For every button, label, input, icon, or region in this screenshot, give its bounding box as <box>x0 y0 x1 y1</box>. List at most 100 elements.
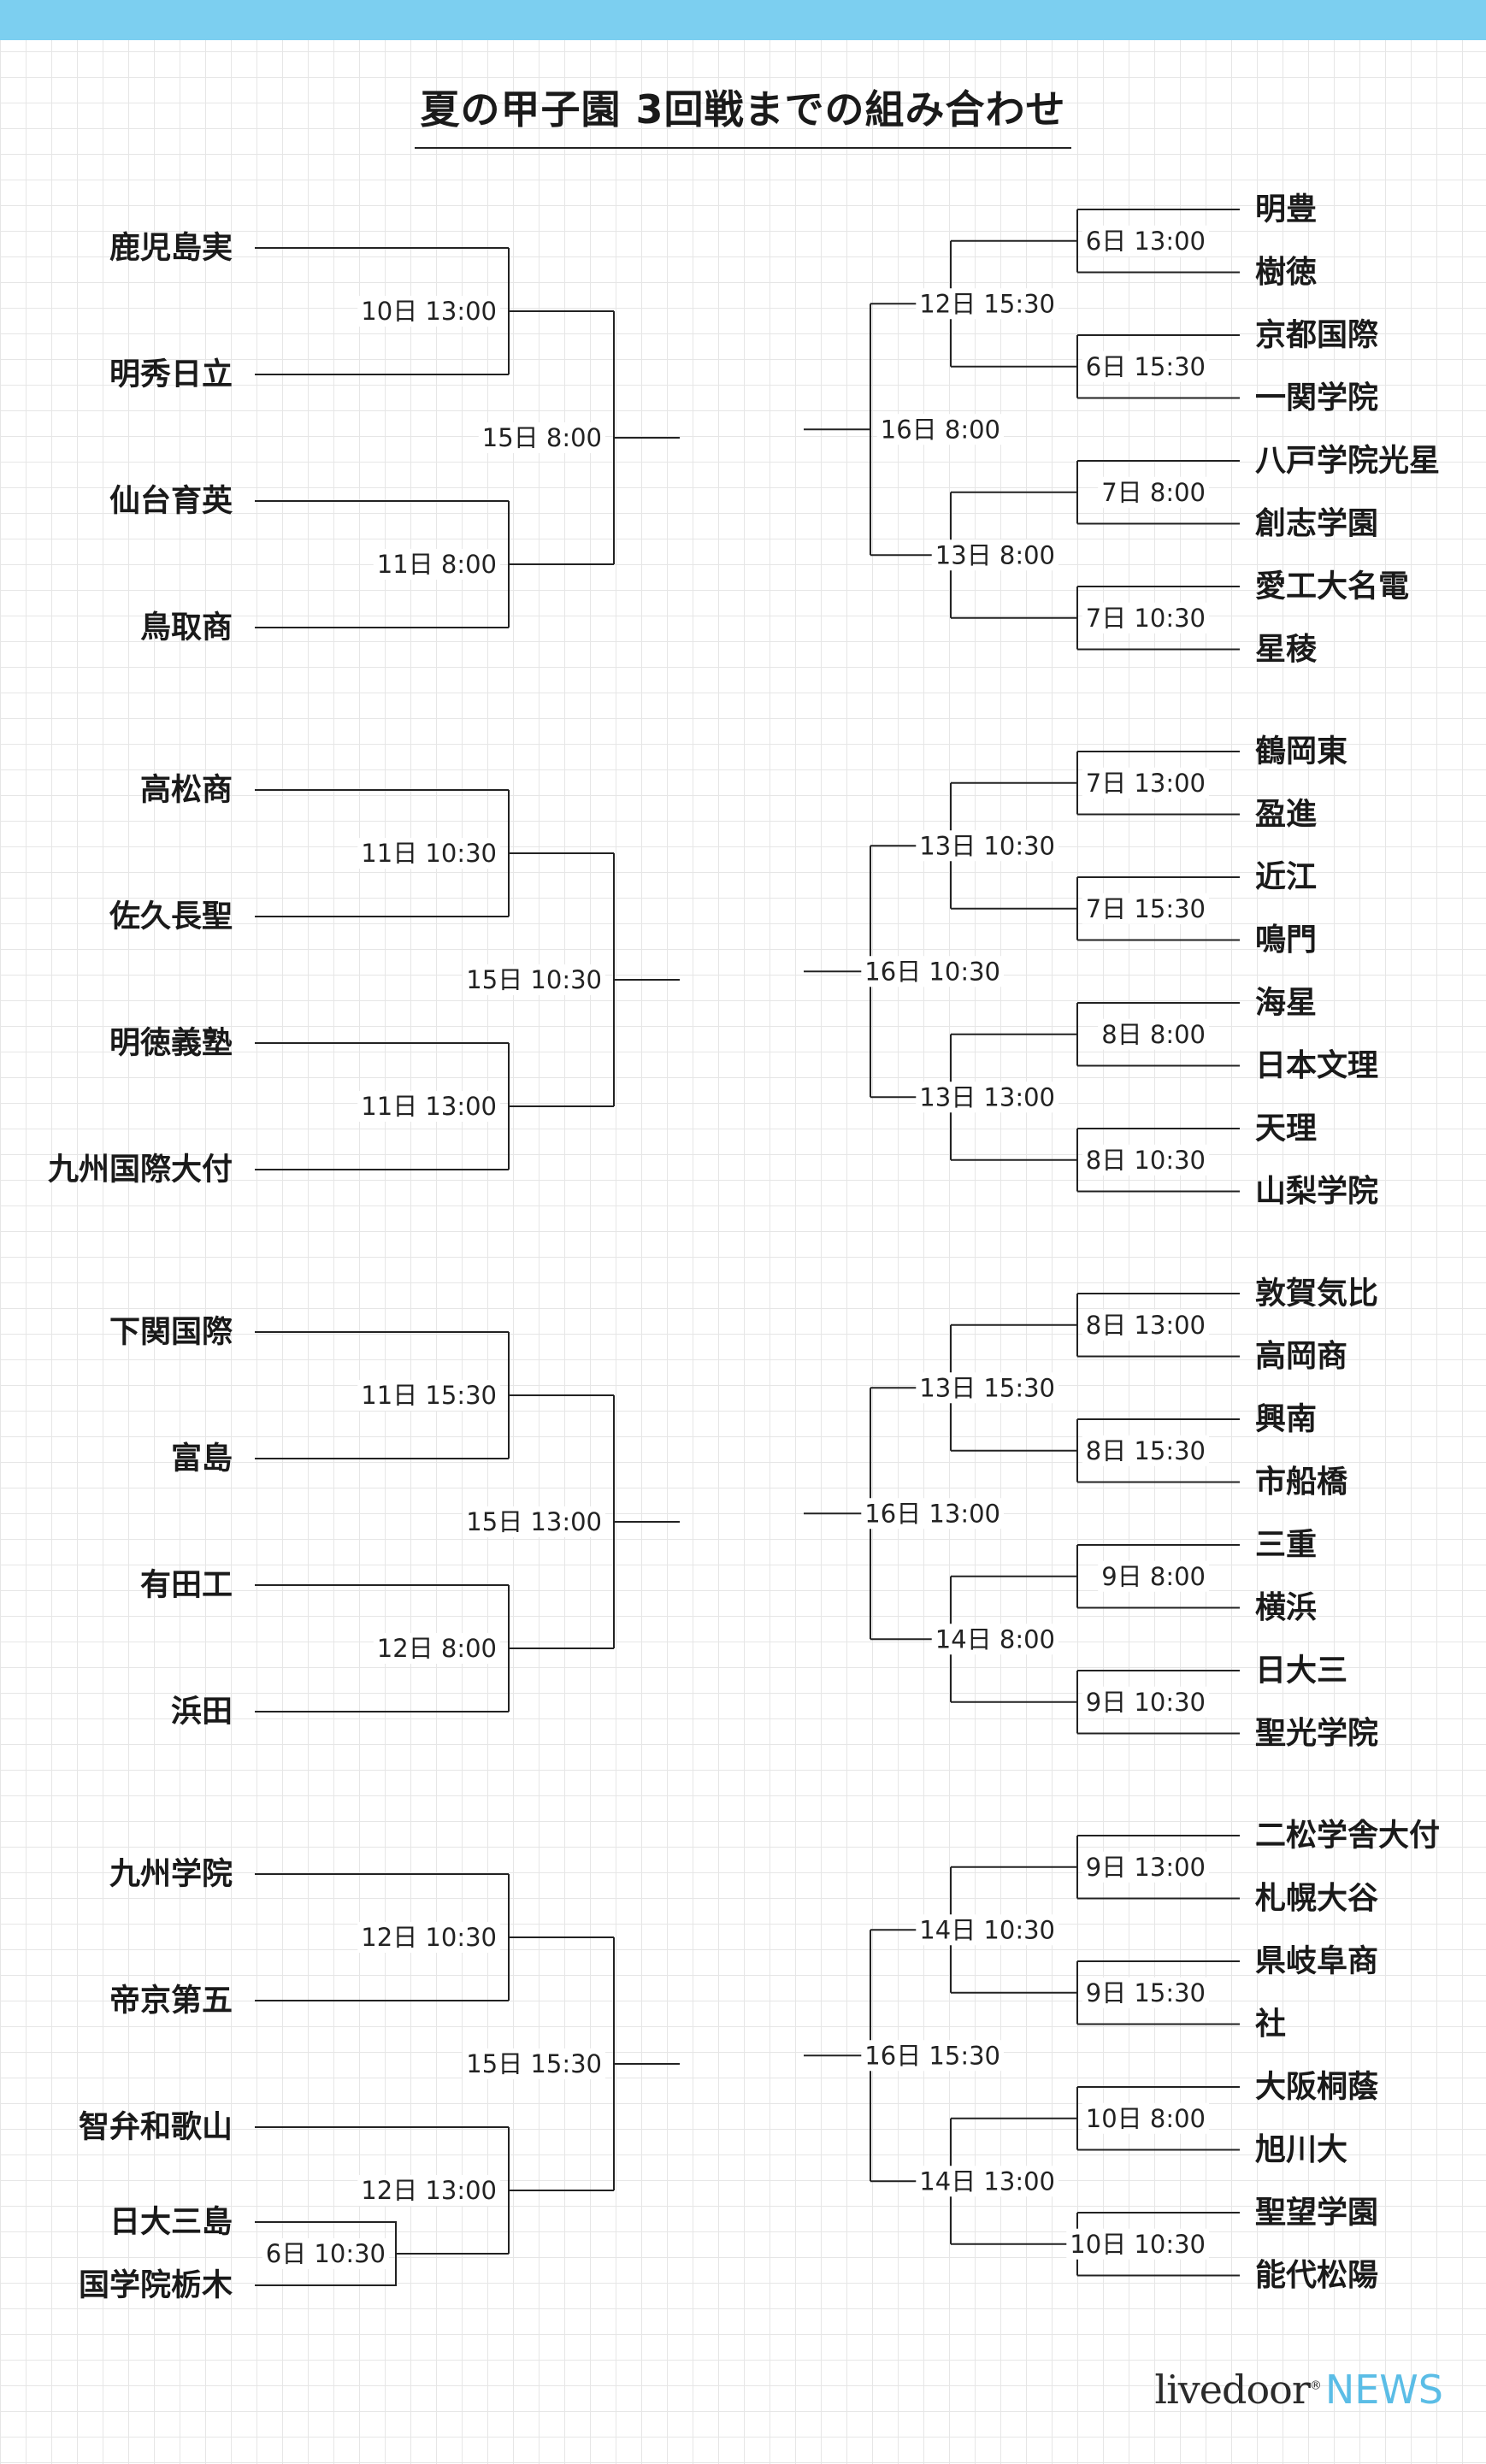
match-time: 7日 15:30 <box>1086 894 1206 923</box>
team-name: 県岐阜商 <box>1255 1944 1378 1979</box>
match-time-background <box>463 1506 605 1537</box>
match-time-background <box>357 1380 500 1411</box>
match-time-background <box>1082 2102 1209 2134</box>
match-time-background <box>262 2238 389 2269</box>
match-time-background <box>357 1091 500 1122</box>
team-name: 横浜 <box>1255 1590 1317 1625</box>
match-time: 15日 15:30 <box>466 2049 602 2078</box>
team-name: 八戸学院光星 <box>1255 443 1440 479</box>
match-time-background <box>916 288 1058 320</box>
match-time: 15日 10:30 <box>466 965 602 994</box>
match-time-background <box>876 414 1004 445</box>
match-time: 10日 8:00 <box>1086 2104 1206 2133</box>
match-time: 9日 10:30 <box>1086 1688 1206 1717</box>
match-time-background <box>1082 1435 1209 1466</box>
page-title: 夏の甲子園 3回戦までの組み合わせ <box>420 86 1066 133</box>
team-name: 智弁和歌山 <box>79 2110 233 2145</box>
match-time: 13日 8:00 <box>935 540 1055 569</box>
match-time: 9日 15:30 <box>1086 1978 1206 2007</box>
match-time: 16日 8:00 <box>881 415 1000 444</box>
match-time: 9日 8:00 <box>1101 1562 1206 1591</box>
team-name: 鳥取商 <box>140 610 233 645</box>
match-time-background <box>357 296 500 327</box>
team-name: 鶴岡東 <box>1255 734 1347 769</box>
match-time: 16日 10:30 <box>864 957 1000 986</box>
team-name: 三重 <box>1255 1528 1317 1563</box>
match-time-background <box>1098 476 1209 508</box>
match-time-background <box>1066 2228 1209 2260</box>
team-name: 市船橋 <box>1255 1465 1347 1500</box>
team-name: 聖望学園 <box>1255 2195 1378 2231</box>
team-name: 二松学舎大付 <box>1255 1818 1440 1854</box>
team-name: 帝京第五 <box>109 1983 233 2019</box>
match-time: 8日 15:30 <box>1086 1436 1206 1465</box>
team-name: 九州学院 <box>109 1856 233 1892</box>
team-name: 九州国際大付 <box>48 1152 233 1188</box>
team-name: 佐久長聖 <box>109 899 233 934</box>
team-name: 興南 <box>1255 1402 1317 1437</box>
match-time-background <box>373 1633 500 1664</box>
team-name: 下関国際 <box>109 1315 233 1350</box>
match-time: 12日 15:30 <box>919 289 1055 318</box>
team-name: 仙台育英 <box>109 484 233 519</box>
team-name: 能代松陽 <box>1255 2258 1378 2293</box>
team-name: 札幌大谷 <box>1255 1881 1378 1916</box>
match-time: 11日 15:30 <box>361 1381 497 1410</box>
team-name: 樹徳 <box>1255 255 1317 290</box>
match-time-background <box>1082 1977 1209 2008</box>
match-time: 13日 10:30 <box>919 831 1055 860</box>
team-name: 国学院栃木 <box>79 2267 233 2303</box>
match-time: 6日 15:30 <box>1086 352 1206 381</box>
match-time-background <box>1082 1851 1209 1883</box>
match-time: 12日 13:00 <box>361 2176 497 2205</box>
match-time-background <box>1098 1560 1209 1592</box>
match-time-background <box>1082 1686 1209 1718</box>
match-time: 10日 13:00 <box>361 297 497 326</box>
team-name: 聖光学院 <box>1255 1715 1378 1751</box>
match-time: 7日 13:00 <box>1086 769 1206 798</box>
match-time: 12日 10:30 <box>361 1923 497 1952</box>
match-time: 8日 8:00 <box>1101 1020 1206 1049</box>
match-time-background <box>931 539 1058 571</box>
team-name: 愛工大名電 <box>1255 569 1409 604</box>
team-name: 星稜 <box>1255 632 1318 667</box>
match-time: 9日 13:00 <box>1086 1853 1206 1882</box>
match-time-background <box>463 2048 605 2079</box>
team-name: 大阪桐蔭 <box>1255 2070 1379 2105</box>
logo-registered-mark: ® <box>1309 2379 1322 2393</box>
logo-wordmark: livedoor <box>1154 2367 1310 2413</box>
team-name: 天理 <box>1255 1111 1317 1147</box>
match-time-background <box>931 1624 1058 1655</box>
logo-news: NEWS <box>1324 2367 1443 2413</box>
match-time: 15日 8:00 <box>482 423 602 452</box>
team-name: 旭川大 <box>1255 2132 1347 2167</box>
team-name: 日大三 <box>1255 1653 1347 1689</box>
team-name: 浜田 <box>171 1695 233 1730</box>
team-name: 有田工 <box>140 1568 233 1603</box>
team-name: 明豊 <box>1255 192 1317 227</box>
match-time: 11日 13:00 <box>361 1092 497 1121</box>
top-accent-bar <box>0 0 1486 40</box>
match-time: 16日 15:30 <box>864 2041 1000 2070</box>
match-time-background <box>861 1498 1004 1530</box>
match-time: 8日 10:30 <box>1086 1146 1206 1175</box>
match-time-background <box>1082 351 1209 382</box>
team-name: 海星 <box>1255 986 1317 1021</box>
team-name: 一関学院 <box>1255 380 1378 416</box>
match-time: 11日 10:30 <box>361 839 497 868</box>
match-time: 14日 8:00 <box>935 1624 1055 1653</box>
match-time-background <box>916 830 1058 862</box>
match-time: 14日 10:30 <box>919 1915 1055 1944</box>
team-name: 高松商 <box>140 773 233 808</box>
match-time: 7日 8:00 <box>1101 478 1206 507</box>
team-name: 鳴門 <box>1255 923 1317 958</box>
match-time-background <box>916 1372 1058 1404</box>
match-time: 8日 13:00 <box>1086 1311 1206 1340</box>
team-name: 敦賀気比 <box>1255 1276 1378 1312</box>
title-underline <box>415 147 1071 149</box>
team-name: 社 <box>1255 2007 1286 2042</box>
match-time: 14日 13:00 <box>919 2166 1055 2196</box>
team-name: 明秀日立 <box>109 357 233 392</box>
match-time-background <box>478 422 605 453</box>
